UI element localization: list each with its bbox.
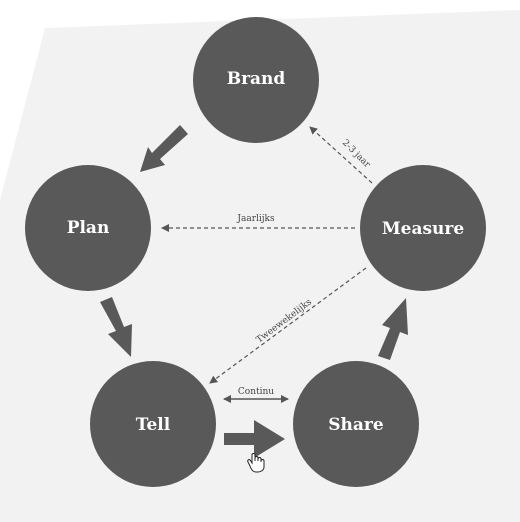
node-share-label: Share (328, 415, 384, 435)
hand-pointer-icon (247, 453, 265, 473)
node-measure: Measure (360, 165, 486, 291)
node-tell: Tell (90, 361, 216, 487)
node-tell-label: Tell (136, 415, 171, 435)
arrow-tell-to-share (224, 420, 285, 458)
arrow-share-to-measure (378, 298, 408, 360)
arrow-brand-to-plan (140, 125, 188, 172)
label-jaarlijks: Jaarlijks (236, 214, 275, 224)
arrow-plan-to-tell (100, 297, 132, 357)
dashed-measure-to-tell (209, 267, 367, 384)
node-plan: Plan (25, 165, 151, 291)
node-measure-label: Measure (382, 219, 465, 239)
node-brand-label: Brand (227, 69, 286, 89)
node-brand: Brand (193, 17, 319, 143)
label-continu: Continu (238, 387, 274, 397)
node-plan-label: Plan (67, 218, 110, 238)
node-share: Share (293, 361, 419, 487)
